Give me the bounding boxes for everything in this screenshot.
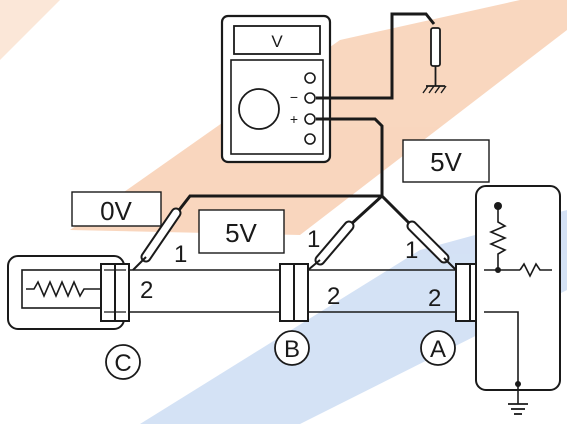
ground-probe xyxy=(422,27,447,94)
reading-b-pin1: 5V xyxy=(198,209,285,254)
connector-label-c: C xyxy=(105,344,141,380)
meter-display xyxy=(233,25,321,55)
connector-b xyxy=(279,263,309,322)
pin-label-b-1: 1 xyxy=(307,226,320,253)
connector-label-b: B xyxy=(274,330,310,366)
svg-text:C: C xyxy=(114,350,131,377)
pin-label-c-1: 1 xyxy=(174,241,187,268)
svg-text:A: A xyxy=(430,336,446,363)
ground-symbol-icon xyxy=(508,403,528,415)
connector-label-a: A xyxy=(420,330,456,366)
reading-b-text: 5V xyxy=(225,218,257,248)
pullup-resistor-icon xyxy=(488,218,508,270)
reading-c-text: 0V xyxy=(100,196,132,226)
signal-line-icon xyxy=(519,262,552,278)
connector-c xyxy=(100,263,130,322)
watermark-orange-band-2 xyxy=(0,0,60,60)
reading-a-pin1: 5V xyxy=(402,139,490,183)
reading-a-text: 5V xyxy=(430,147,462,177)
reading-c-pin1: 0V xyxy=(71,191,162,227)
meter-display-text: V xyxy=(271,32,283,51)
probe-c xyxy=(132,207,182,271)
pin-label-c-2: 2 xyxy=(140,277,153,304)
meter-plus-label: + xyxy=(290,111,298,127)
sensor-unit xyxy=(7,255,125,330)
meter-jack-4 xyxy=(304,133,316,145)
pin-label-b-2: 2 xyxy=(327,283,340,310)
pin-label-a-1: 1 xyxy=(405,237,418,264)
meter-jack-plus xyxy=(304,113,316,125)
meter-minus-label: − xyxy=(290,89,298,105)
pin-label-a-2: 2 xyxy=(428,285,441,312)
sensor-resistor-icon xyxy=(26,279,102,299)
meter-dial-icon xyxy=(238,88,280,130)
meter-jack-minus xyxy=(304,92,316,104)
probe-a xyxy=(406,220,457,271)
probe-b xyxy=(307,220,355,271)
harness-wires xyxy=(126,269,458,313)
control-unit xyxy=(475,185,561,415)
multimeter: V − + xyxy=(220,14,332,164)
svg-text:B: B xyxy=(284,336,300,363)
ground-lead xyxy=(316,12,436,100)
meter-jack-1 xyxy=(304,72,316,84)
positive-lead xyxy=(174,117,414,228)
